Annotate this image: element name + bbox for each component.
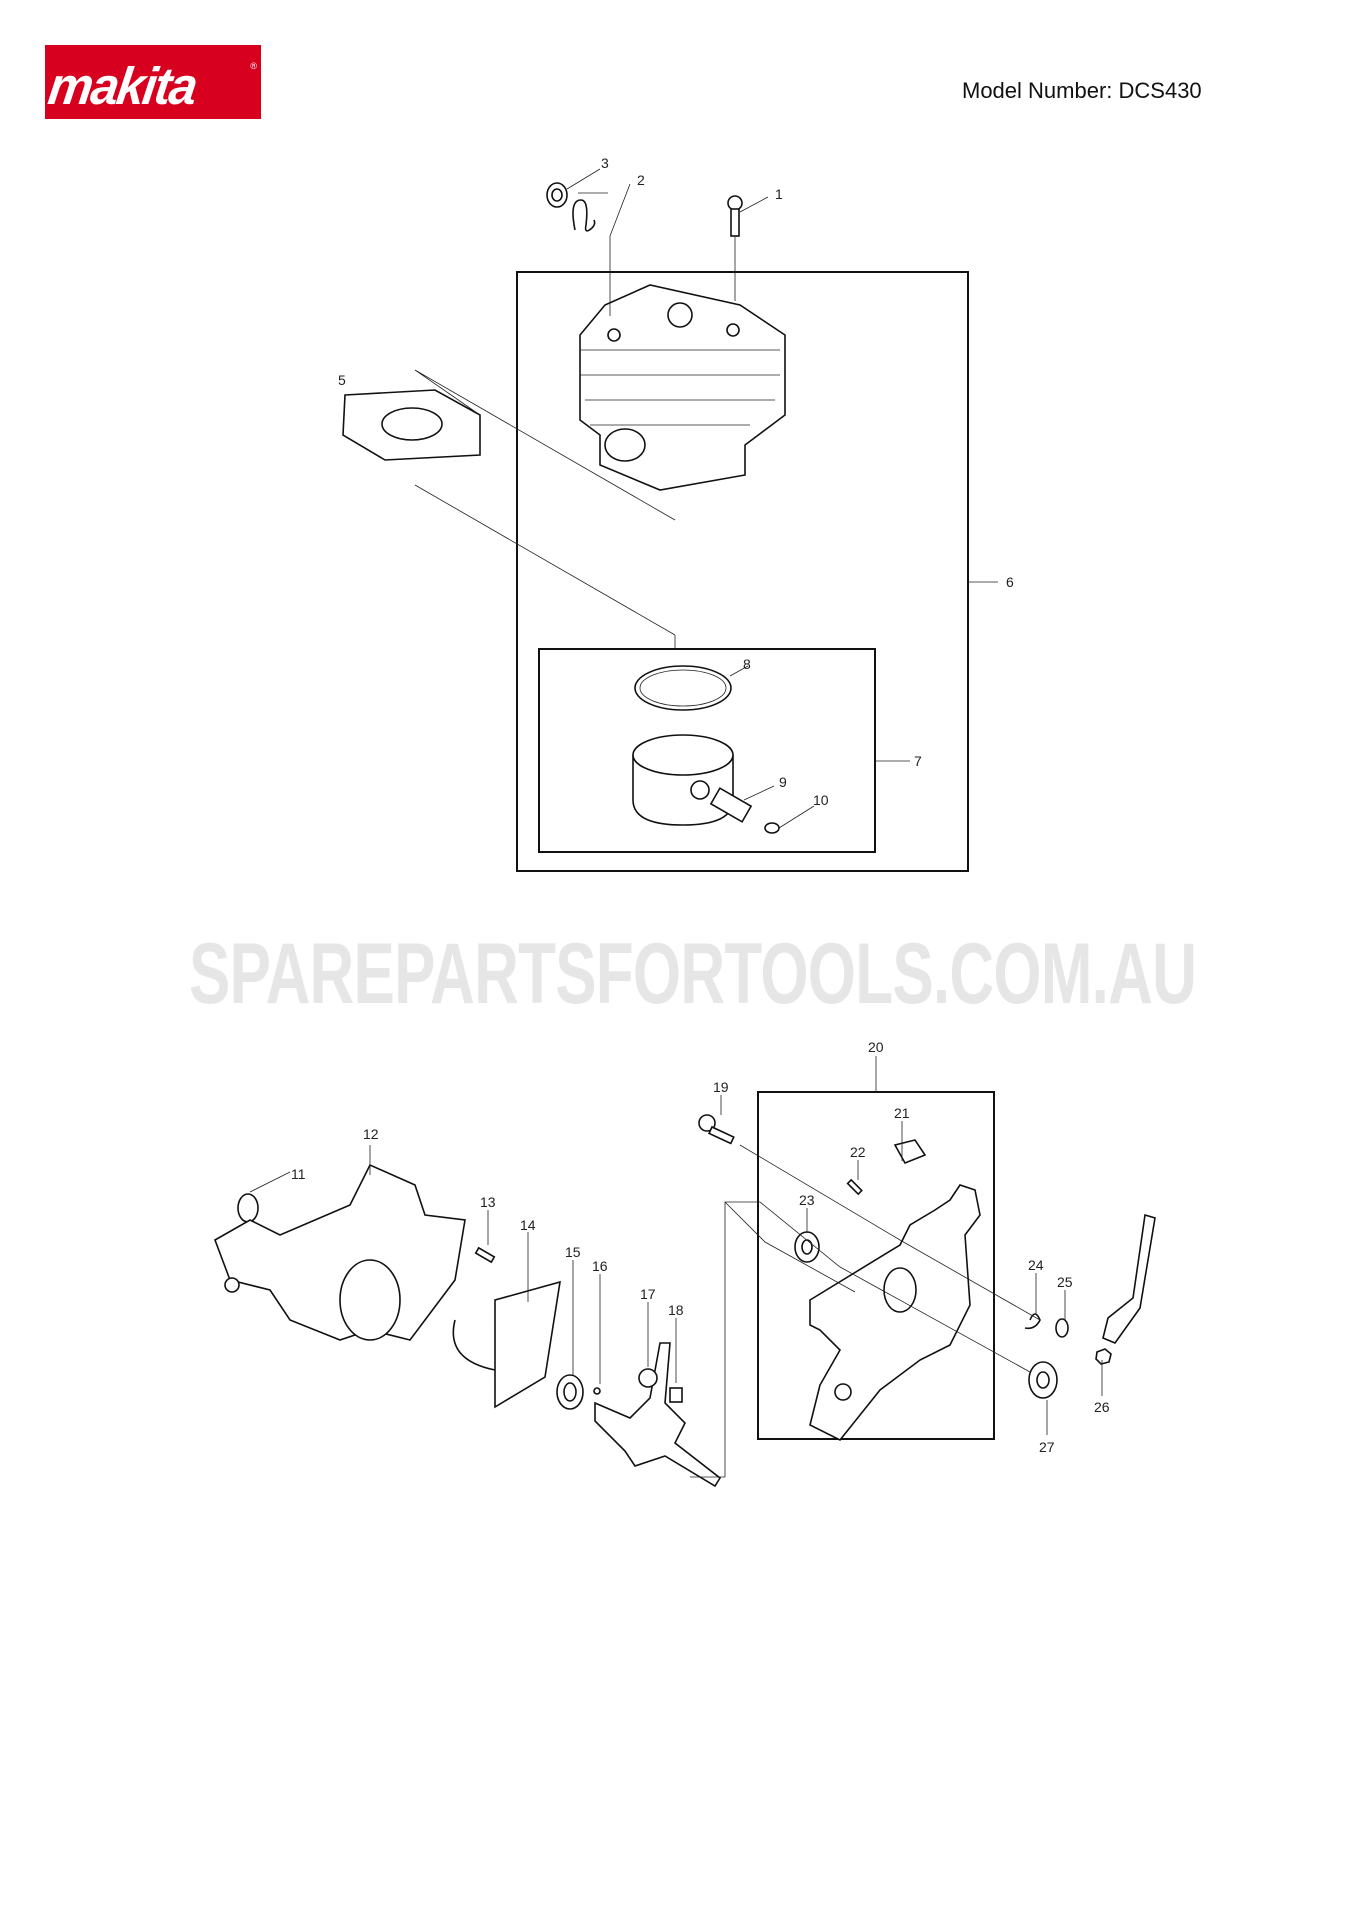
chain-catcher-part (893, 1139, 927, 1165)
callout-3: 3 (601, 155, 609, 171)
callout-7: 7 (914, 753, 922, 769)
callout-16: 16 (592, 1258, 608, 1274)
bearing-part (794, 1231, 820, 1263)
callout-14: 14 (520, 1217, 536, 1233)
callout-9: 9 (779, 774, 787, 790)
piston-pin-part (709, 787, 753, 823)
oil-seal-part (1028, 1361, 1058, 1399)
key-part (593, 1387, 601, 1395)
callout-17: 17 (640, 1286, 656, 1302)
callout-19: 19 (713, 1079, 729, 1095)
callout-18: 18 (668, 1302, 684, 1318)
callout-1: 1 (775, 186, 783, 202)
oil-seal-part (237, 1193, 259, 1223)
pin-part (474, 1246, 496, 1264)
callout-23: 23 (799, 1192, 815, 1208)
crankshaft-part (594, 1342, 722, 1488)
makita-logo: makita® (45, 45, 261, 119)
callout-10: 10 (813, 792, 829, 808)
circlip-part (764, 822, 780, 834)
needle-bearing-part (669, 1387, 683, 1403)
spring-pin-part (846, 1178, 863, 1196)
callout-25: 25 (1057, 1274, 1073, 1290)
callout-21: 21 (894, 1105, 910, 1121)
callout-6: 6 (1006, 574, 1014, 590)
nut-part (1095, 1348, 1112, 1365)
brake-lever-part (1102, 1213, 1156, 1344)
piston-ring-part (634, 665, 732, 711)
callout-20: 20 (868, 1039, 884, 1055)
crankcase-part (214, 1163, 466, 1341)
callout-8: 8 (743, 656, 751, 672)
watermark: SPAREPARTSFORTOOLS.COM.AU (188, 926, 1197, 1022)
crankcase-gasket-part (452, 1280, 561, 1409)
callout-15: 15 (565, 1244, 581, 1260)
crankcase-half-part (809, 1184, 981, 1442)
callout-5: 5 (338, 372, 346, 388)
callout-13: 13 (480, 1194, 496, 1210)
piston-assembly-box (538, 648, 876, 853)
piston-part (632, 734, 734, 826)
cylinder-part (579, 284, 786, 491)
grommet-part (546, 182, 568, 208)
callout-26: 26 (1094, 1399, 1110, 1415)
callout-11: 11 (291, 1166, 306, 1182)
washer-part (1055, 1318, 1069, 1338)
callout-22: 22 (850, 1144, 866, 1160)
wire-clip-part (572, 199, 596, 232)
callout-2: 2 (637, 172, 645, 188)
callout-12: 12 (363, 1126, 379, 1142)
bolt-part (698, 1114, 735, 1145)
cylinder-assembly-box (516, 271, 969, 872)
bearing-part (556, 1374, 584, 1410)
screw-part (727, 195, 743, 237)
callout-24: 24 (1028, 1257, 1044, 1273)
callout-27: 27 (1039, 1439, 1055, 1455)
model-number: Model Number: DCS430 (962, 78, 1202, 103)
